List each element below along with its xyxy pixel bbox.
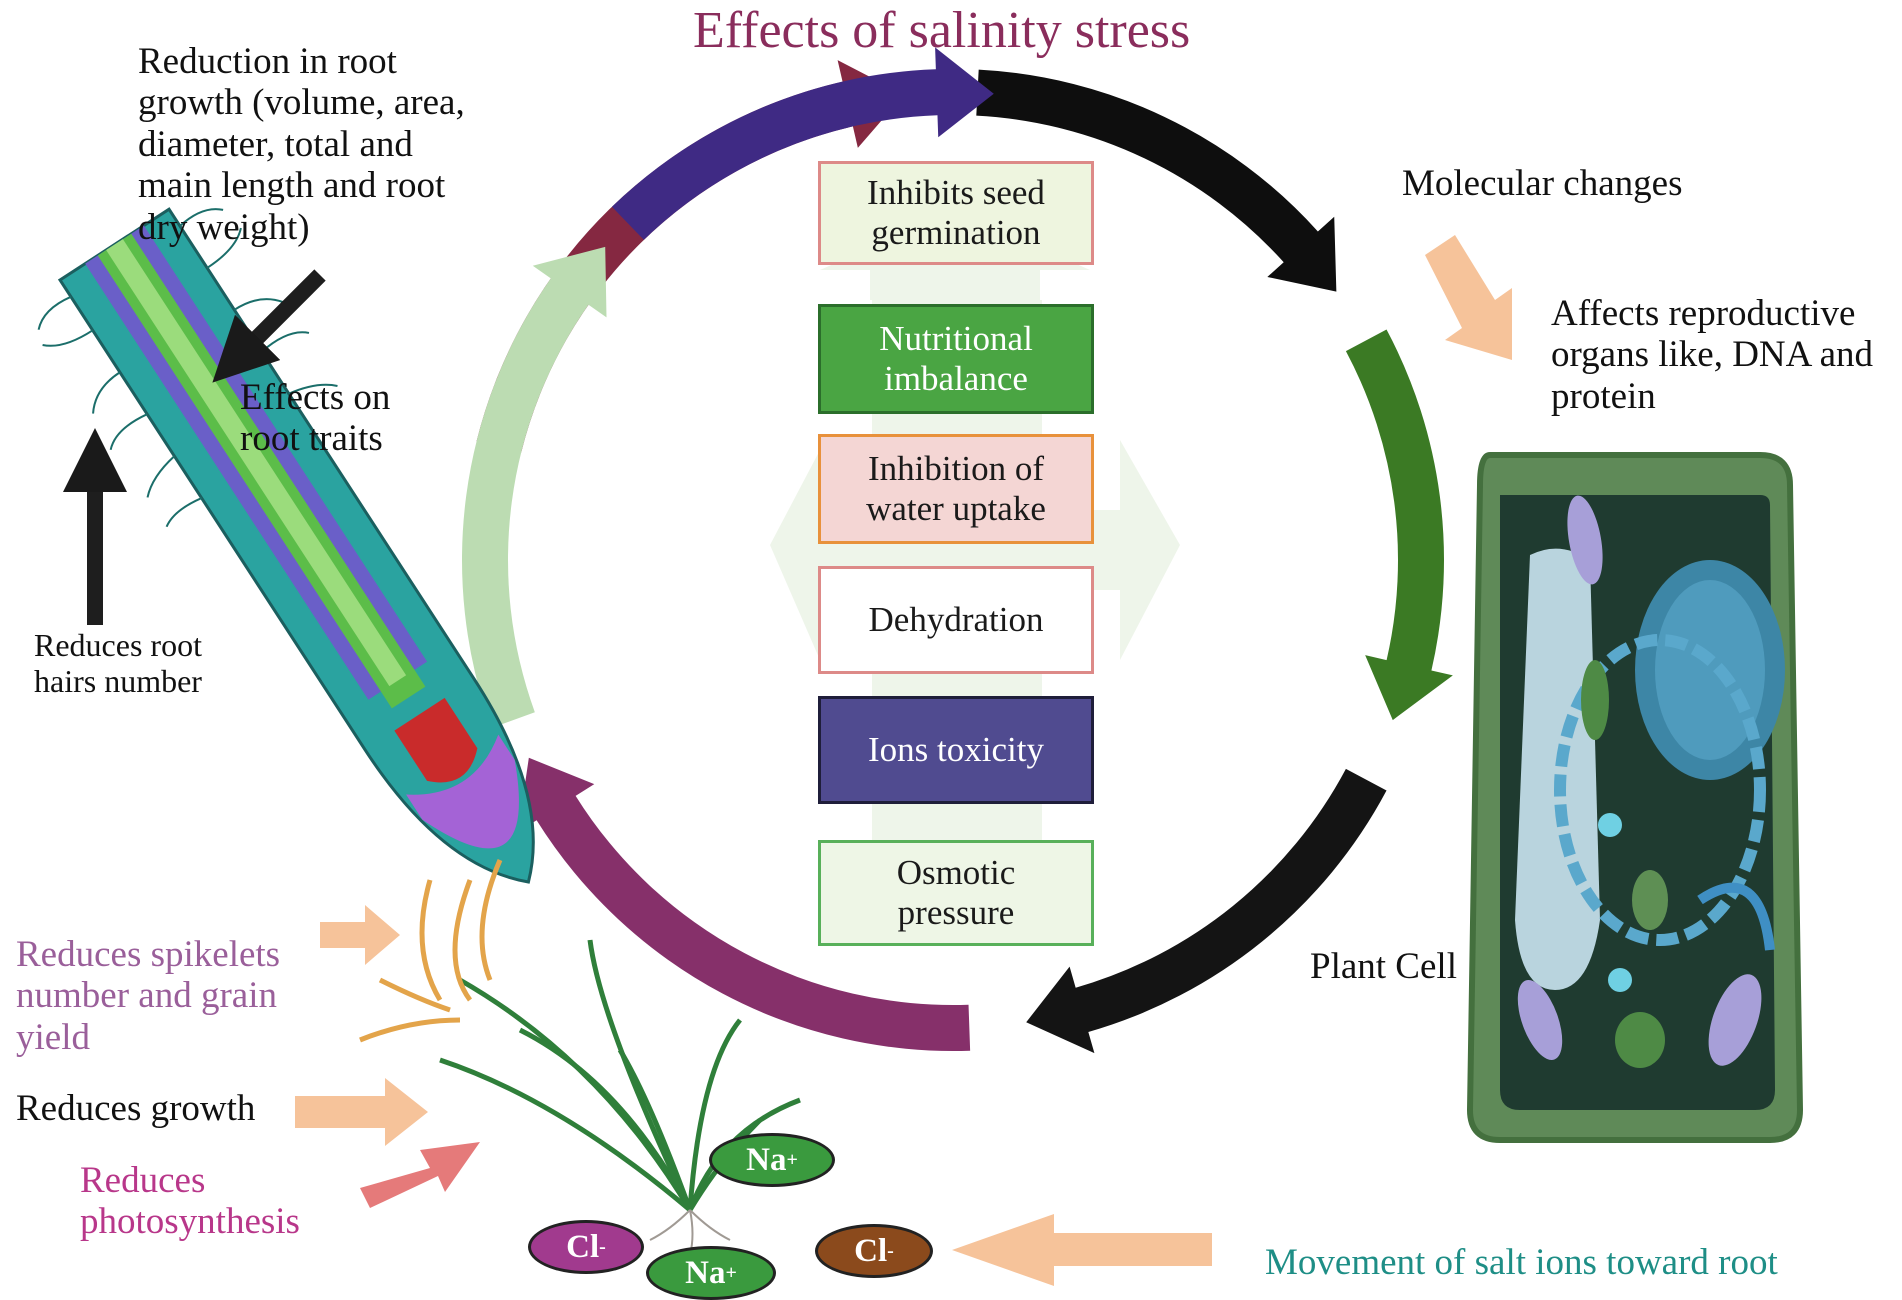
ion-charge: + (725, 1261, 737, 1284)
spikelets-line: Reduces spikelets (16, 934, 281, 975)
ion-symbol: Na (746, 1141, 787, 1178)
ion-charge: - (599, 1235, 606, 1258)
box-line: Inhibits seed (867, 173, 1045, 213)
root-hairs-line: hairs number (34, 662, 202, 699)
ion-symbol: Cl (566, 1228, 600, 1265)
sodium-ion: Na+ (709, 1133, 835, 1187)
box-line: Nutritional (879, 319, 1033, 359)
molecular-changes-label: Molecular changes (1402, 163, 1683, 204)
root-tip-illustration (37, 207, 535, 884)
root-reduction-line: diameter, total and (138, 123, 413, 165)
root-pointer-arrows (63, 269, 326, 625)
cycle-arrow-top-right (976, 69, 1337, 292)
plant-cell-label: Plant Cell (1310, 946, 1457, 987)
reproductive-organs-label: Affects reproductive organs like, DNA an… (1551, 293, 1873, 417)
root-traits-line: root traits (240, 418, 383, 460)
cycle-arrow-left (611, 47, 994, 240)
reduces-growth-label: Reduces growth (16, 1088, 256, 1129)
spikelets-line: number and grain (16, 975, 277, 1017)
root-reduction-line: growth (volume, area, (138, 82, 465, 124)
reproductive-line: Affects reproductive (1551, 293, 1856, 334)
root-reduction-label: Reduction in root growth (volume, area, … (138, 41, 465, 248)
diagram-title: Effects of salinity stress (693, 2, 1191, 59)
box-line: Inhibition of (868, 449, 1044, 489)
sodium-ion: Na+ (646, 1246, 776, 1300)
box-line: water uptake (866, 489, 1046, 528)
root-traits-label: Effects on root traits (240, 377, 390, 460)
root-hairs-label: Reduces root hairs number (34, 627, 202, 700)
photosynthesis-line: Reduces (80, 1160, 206, 1201)
root-reduction-line: dry weight) (138, 206, 310, 248)
cycle-arrow-right-lower (1026, 768, 1387, 1054)
cycle-arrow-bottom (517, 757, 971, 1051)
root-hairs-line: Reduces root (34, 627, 202, 663)
spikelets-line: yield (16, 1016, 90, 1058)
ions-toxicity-box: Ions toxicity (818, 696, 1094, 804)
plant-cell-illustration (1466, 452, 1804, 1143)
reproductive-line: protein (1551, 375, 1656, 417)
dehydration-box: Dehydration (818, 566, 1094, 674)
box-line: germination (871, 213, 1041, 252)
peach-arrows (295, 235, 1512, 1286)
root-traits-line: Effects on (240, 377, 391, 418)
ion-charge: + (786, 1148, 798, 1171)
box-line: pressure (897, 893, 1015, 932)
box-line: imbalance (884, 359, 1028, 398)
cycle-arrows (462, 47, 1453, 1054)
photosynthesis-arrow (360, 1142, 480, 1208)
spikelets-label: Reduces spikelets number and grain yield (16, 934, 280, 1058)
ion-symbol: Na (685, 1254, 726, 1291)
chloride-ion: Cl- (815, 1224, 933, 1278)
ion-symbol: Cl (854, 1232, 888, 1269)
reproductive-line: organs like, DNA and (1551, 334, 1873, 376)
box-line: Osmotic (896, 853, 1016, 893)
photosynthesis-label: Reduces photosynthesis (80, 1160, 300, 1243)
rice-plant-illustration (359, 859, 801, 1256)
root-reduction-line: main length and root (138, 165, 446, 207)
salt-movement-label: Movement of salt ions toward root (1265, 1242, 1778, 1283)
photosynthesis-line: photosynthesis (80, 1201, 300, 1243)
chloride-ion: Cl- (528, 1220, 644, 1274)
root-reduction-line: Reduction in root (138, 41, 397, 82)
ion-charge: - (887, 1239, 894, 1262)
cycle-arrow-bottom-left (462, 246, 607, 728)
cycle-arrow-right-upper (1345, 329, 1453, 721)
